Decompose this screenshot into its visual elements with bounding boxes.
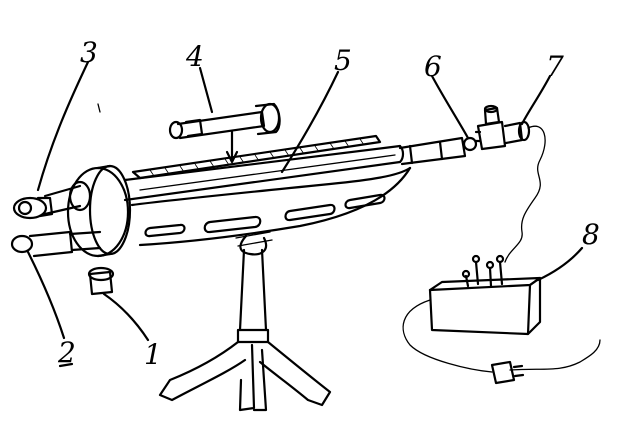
label-4: 4 bbox=[185, 40, 204, 73]
label-8: 8 bbox=[582, 218, 600, 251]
mains-plug bbox=[402, 299, 601, 385]
label-7: 7 bbox=[546, 50, 564, 83]
label-6: 6 bbox=[424, 50, 442, 83]
leader-line-7 bbox=[520, 74, 552, 126]
label-2: 2 bbox=[57, 336, 76, 369]
support-frame bbox=[130, 166, 412, 247]
lower-knob bbox=[10, 230, 102, 258]
adjusting-screw bbox=[87, 266, 115, 296]
label-1: 1 bbox=[144, 338, 162, 371]
insertion-arrow-head bbox=[225, 150, 239, 164]
label-3: 3 bbox=[80, 36, 98, 69]
leader-line-1 bbox=[102, 292, 150, 342]
lamp-cord bbox=[504, 125, 546, 263]
tripod-stand bbox=[158, 234, 332, 412]
eyepiece-assembly bbox=[12, 164, 132, 258]
label-5: 5 bbox=[334, 44, 352, 77]
power-terminals bbox=[461, 254, 505, 288]
leader-line-5 bbox=[280, 70, 340, 174]
leader-line-3 bbox=[36, 60, 90, 192]
power-unit bbox=[428, 254, 542, 336]
leader-lines bbox=[26, 60, 584, 342]
ocular-tube bbox=[398, 136, 478, 166]
leader-line-8 bbox=[536, 246, 584, 282]
spare-eyepiece bbox=[168, 102, 281, 164]
leader-line-4 bbox=[198, 66, 214, 114]
lamp-holder bbox=[474, 104, 531, 151]
stray-mark bbox=[58, 362, 74, 368]
stray-mark bbox=[97, 103, 101, 113]
leader-line-2 bbox=[26, 250, 66, 340]
leader-line-6 bbox=[430, 74, 470, 140]
